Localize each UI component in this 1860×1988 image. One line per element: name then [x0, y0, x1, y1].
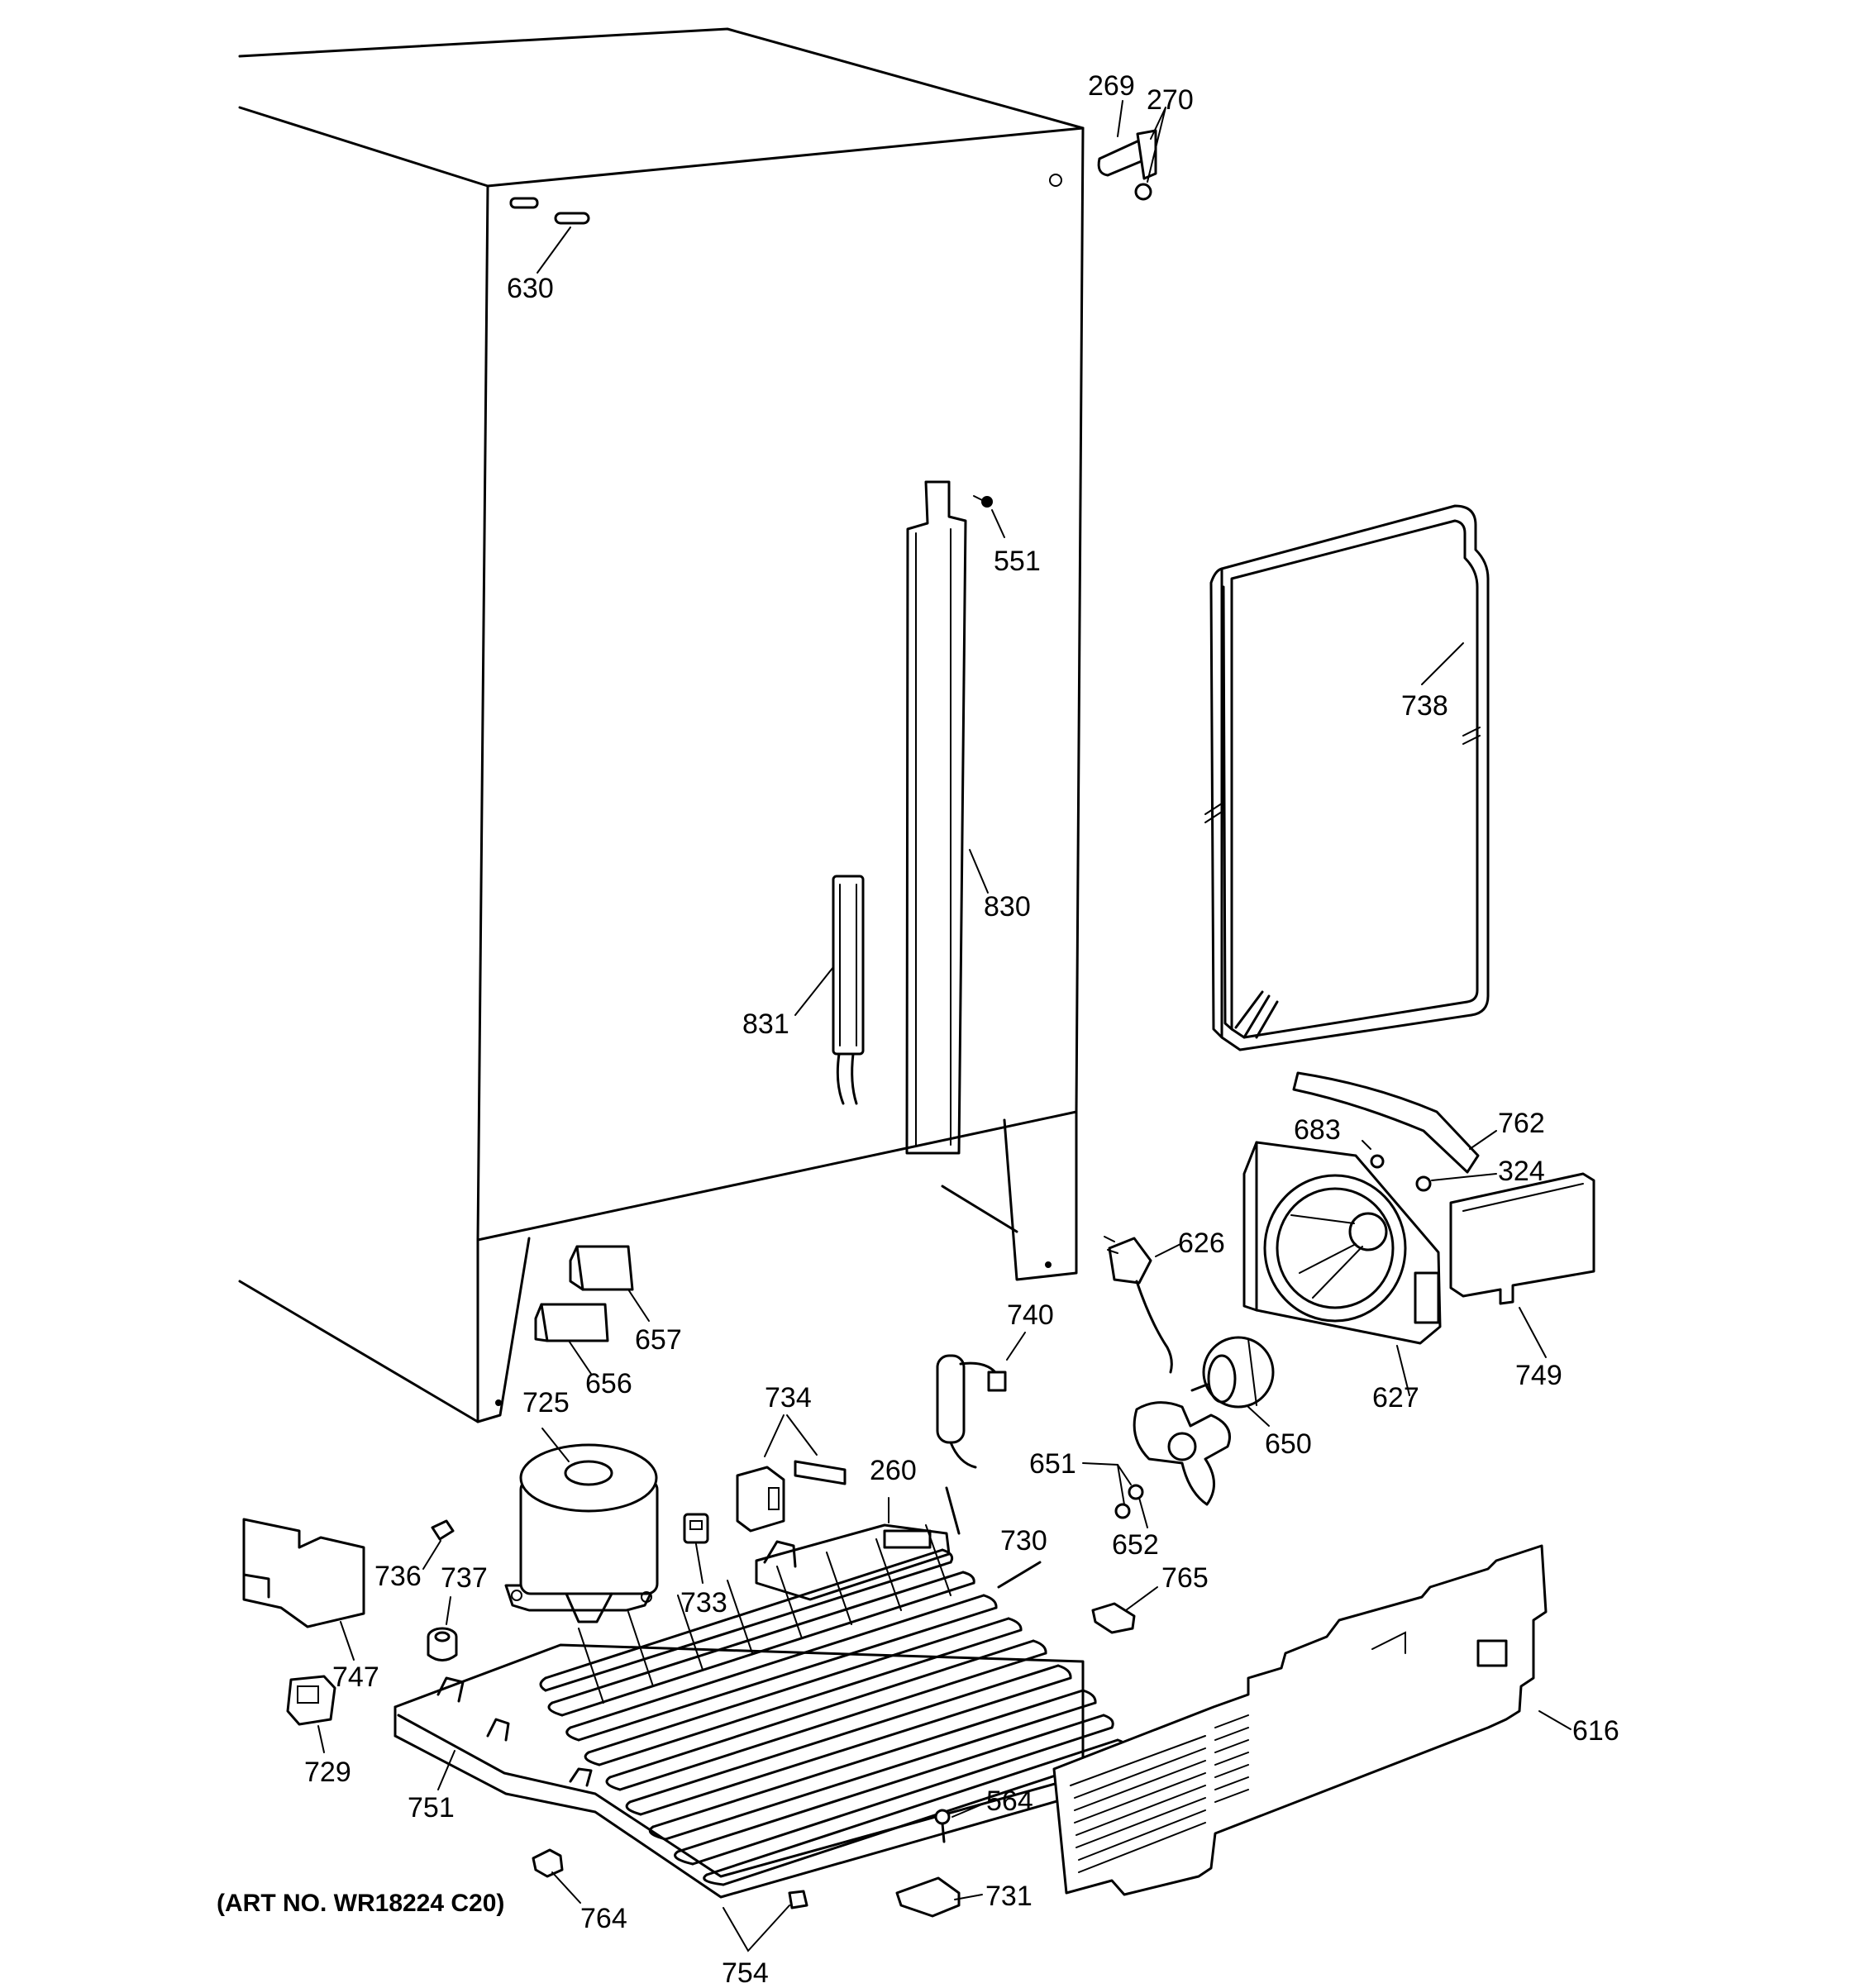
part-627-shroud: 627 — [1242, 1141, 1442, 1414]
label-564: 564 — [986, 1785, 1033, 1817]
part-269-270: 269 270 — [1088, 70, 1194, 201]
part-731-bracket: 731 — [895, 1876, 1033, 1918]
label-754: 754 — [722, 1957, 769, 1984]
part-736-737: 736 737 — [374, 1519, 488, 1661]
label-764: 764 — [580, 1903, 627, 1934]
label-736: 736 — [374, 1561, 422, 1592]
label-733: 733 — [680, 1587, 727, 1619]
label-657: 657 — [635, 1324, 682, 1356]
label-324: 324 — [1498, 1156, 1545, 1187]
label-831: 831 — [742, 1008, 789, 1040]
part-651-fan-blade: 651 652 — [1029, 1401, 1231, 1561]
label-725: 725 — [522, 1387, 570, 1418]
label-747: 747 — [332, 1661, 379, 1693]
label-751: 751 — [408, 1792, 455, 1824]
label-551: 551 — [994, 546, 1041, 577]
part-751-base-pan: 751 — [393, 1643, 1085, 1899]
part-564-screw: 564 — [934, 1785, 1033, 1843]
label-630: 630 — [507, 273, 554, 304]
label-269: 269 — [1088, 70, 1135, 102]
part-749-cover: 749 — [1449, 1172, 1595, 1391]
label-626: 626 — [1178, 1228, 1225, 1259]
label-765: 765 — [1161, 1562, 1209, 1594]
art-number-caption: (ART NO. WR18224 C20) — [217, 1890, 504, 1917]
part-626-cord: 626 — [1104, 1228, 1225, 1374]
part-830-channel: 551 830 — [905, 480, 1041, 1155]
label-260: 260 — [870, 1455, 917, 1486]
part-725-compressor: 725 — [504, 1387, 659, 1623]
part-616-grille: 616 — [1052, 1544, 1619, 1896]
label-729: 729 — [304, 1757, 351, 1788]
label-627: 627 — [1372, 1382, 1419, 1414]
label-830: 830 — [984, 891, 1031, 922]
part-733-overload: 733 — [680, 1513, 727, 1619]
label-651: 651 — [1029, 1448, 1076, 1480]
part-762-strip: 683 762 324 — [1292, 1071, 1545, 1192]
label-734: 734 — [765, 1382, 812, 1414]
label-737: 737 — [441, 1562, 488, 1594]
part-729: 729 — [286, 1675, 351, 1788]
label-683: 683 — [1294, 1114, 1341, 1146]
part-657-656-brackets: 657 656 — [534, 1245, 682, 1399]
part-740-capacitor: 740 — [936, 1299, 1054, 1469]
label-731: 731 — [985, 1881, 1033, 1912]
label-616: 616 — [1572, 1715, 1619, 1747]
label-762: 762 — [1498, 1108, 1545, 1139]
part-738-loop: 738 — [1204, 504, 1490, 1051]
label-270: 270 — [1147, 84, 1194, 116]
label-656: 656 — [585, 1368, 632, 1399]
part-260-drain-pan: 260 — [755, 1455, 961, 1601]
label-740: 740 — [1007, 1299, 1054, 1331]
part-747-cover: 747 — [242, 1518, 379, 1693]
label-749: 749 — [1515, 1360, 1562, 1391]
label-652: 652 — [1112, 1529, 1159, 1561]
part-650-motor: 650 — [1190, 1336, 1312, 1460]
label-730: 730 — [1000, 1525, 1047, 1557]
label-650: 650 — [1265, 1428, 1312, 1460]
part-754-pads: 754 — [722, 1890, 808, 1988]
part-734-relay: 734 — [736, 1382, 847, 1533]
part-765-clip: 765 — [1091, 1562, 1209, 1634]
cabinet — [238, 27, 1085, 1423]
label-738: 738 — [1401, 690, 1448, 722]
part-831-heater: 831 — [742, 875, 865, 1105]
part-764-clip: 764 — [532, 1848, 627, 1934]
part-630-slots: 630 — [507, 197, 590, 304]
